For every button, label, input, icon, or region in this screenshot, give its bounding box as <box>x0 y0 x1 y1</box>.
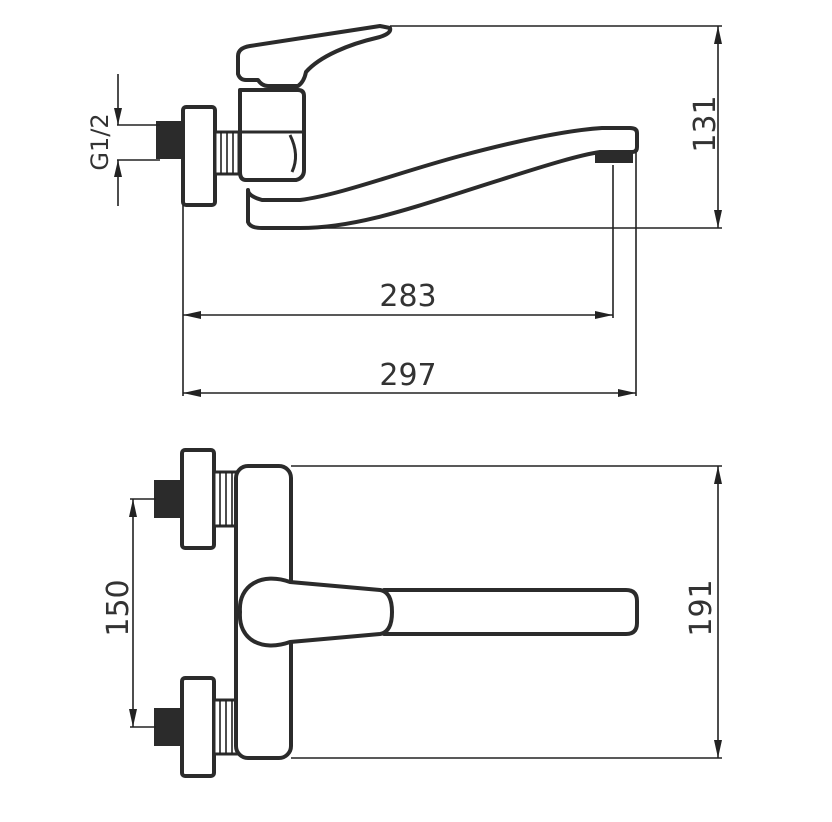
aerator-side <box>595 151 633 163</box>
wall-flange-top-lower <box>180 676 216 778</box>
inlet-spacing-label: 150 <box>101 579 136 636</box>
dimension-depth: 191 <box>291 465 722 759</box>
top-view: 150 191 <box>101 448 722 778</box>
mixer-body-side <box>238 88 306 182</box>
wall-flange-top-upper <box>180 448 216 550</box>
lever-handle-side <box>236 24 393 88</box>
dimension-inlet-spacing: 150 <box>101 498 156 728</box>
inlet-thread-top-lower <box>154 708 184 746</box>
lever-handle-top <box>382 588 639 636</box>
lever-hub-top <box>237 576 394 648</box>
inlet-thread-side <box>156 121 184 159</box>
thread-label: G1/2 <box>86 113 114 170</box>
overall-length-label: 297 <box>379 358 436 393</box>
dimension-overall-length: 297 <box>183 152 637 397</box>
reach-label: 283 <box>379 279 436 314</box>
depth-label: 191 <box>684 579 719 636</box>
dimension-reach: 283 <box>182 165 614 396</box>
height-label: 131 <box>688 95 723 152</box>
dimension-height: 131 <box>300 25 723 229</box>
side-view: G1/2 131 283 297 <box>86 24 723 397</box>
dimension-thread: G1/2 <box>86 74 160 206</box>
inlet-thread-top-upper <box>154 480 184 518</box>
wall-flange-side <box>181 105 217 207</box>
spout-side <box>246 126 639 230</box>
